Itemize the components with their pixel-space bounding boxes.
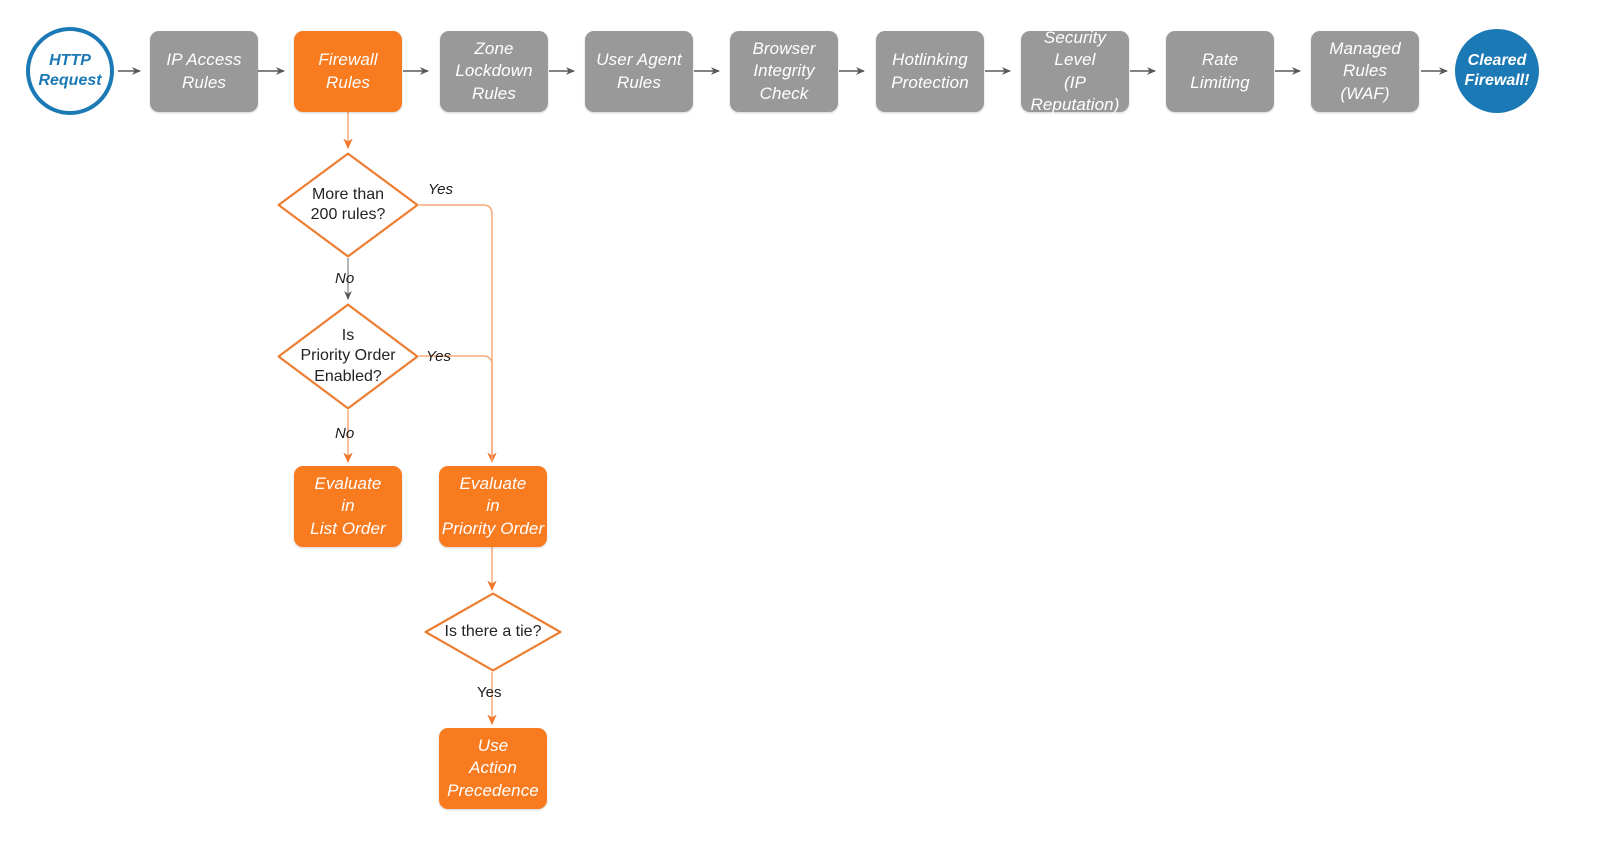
- node-ip-access-rules[interactable]: IP Access Rules: [150, 31, 258, 112]
- node-label: Browser Integrity Check: [752, 39, 816, 103]
- node-zone-lockdown-rules[interactable]: Zone Lockdown Rules: [440, 31, 548, 112]
- node-label: Evaluate in Priority Order: [441, 474, 545, 538]
- node-cleared-firewall[interactable]: Cleared Firewall!: [1455, 29, 1539, 113]
- node-label: Evaluate in List Order: [310, 474, 386, 538]
- node-label: HTTP Request: [38, 52, 102, 89]
- node-label: Zone Lockdown Rules: [455, 39, 533, 103]
- node-browser-integrity-check[interactable]: Browser Integrity Check: [730, 31, 838, 112]
- edge-label-yes-200: Yes: [428, 181, 454, 198]
- node-label: Is there a tie?: [444, 622, 542, 640]
- edge-label-yes-tie: Yes: [477, 684, 502, 701]
- node-label: Is Priority Order Enabled?: [300, 326, 396, 385]
- node-http-request[interactable]: HTTP Request: [26, 27, 114, 115]
- node-firewall-rules[interactable]: Firewall Rules: [294, 31, 402, 112]
- node-label: Use Action Precedence: [447, 736, 539, 800]
- node-label: Security Level (IP Reputation): [1030, 28, 1120, 114]
- node-security-level[interactable]: Security Level (IP Reputation): [1021, 28, 1129, 114]
- node-rate-limiting[interactable]: Rate Limiting: [1166, 31, 1274, 112]
- edge-label-no-200: No: [335, 270, 355, 287]
- node-label: Managed Rules (WAF): [1329, 39, 1401, 103]
- node-label: User Agent Rules: [596, 50, 682, 92]
- node-decision-priority-order-enabled[interactable]: Is Priority Order Enabled?: [277, 303, 419, 410]
- node-evaluate-in-list-order[interactable]: Evaluate in List Order: [294, 466, 402, 547]
- node-label: Rate Limiting: [1190, 50, 1250, 92]
- diamond-shape: [277, 152, 419, 258]
- diamond-shape: [424, 592, 562, 672]
- node-use-action-precedence[interactable]: Use Action Precedence: [439, 728, 547, 809]
- node-label: Cleared Firewall!: [1464, 52, 1530, 89]
- node-user-agent-rules[interactable]: User Agent Rules: [585, 31, 693, 112]
- node-decision-more-than-200-rules[interactable]: More than 200 rules?: [277, 152, 419, 258]
- node-decision-is-there-a-tie[interactable]: Is there a tie?: [424, 592, 562, 672]
- node-label: More than 200 rules?: [310, 185, 386, 223]
- node-evaluate-in-priority-order[interactable]: Evaluate in Priority Order: [439, 466, 547, 547]
- node-hotlinking-protection[interactable]: Hotlinking Protection: [876, 31, 984, 112]
- edge-label-no-priority: No: [335, 425, 355, 442]
- node-label: IP Access Rules: [166, 50, 242, 92]
- node-label: Firewall Rules: [318, 50, 378, 92]
- diamond-shape: [277, 303, 419, 410]
- node-label: Hotlinking Protection: [891, 50, 969, 92]
- edge-label-yes-priority: Yes: [426, 348, 452, 365]
- node-managed-rules-waf[interactable]: Managed Rules (WAF): [1311, 31, 1419, 112]
